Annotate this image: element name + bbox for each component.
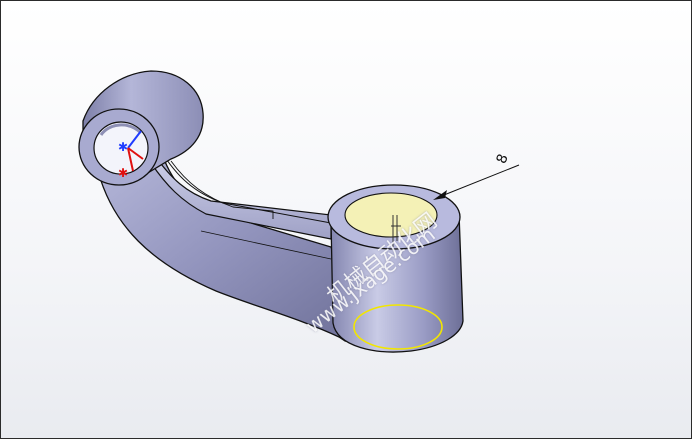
center-mark <box>391 215 401 247</box>
triad-y-axis <box>127 130 142 149</box>
dimension-value[interactable]: 8 <box>494 152 512 166</box>
selected-bottom-edge[interactable] <box>353 304 443 350</box>
front-boss-selected-face[interactable] <box>344 192 438 238</box>
arm-lower-edge <box>200 230 332 260</box>
rear-boss-hole[interactable] <box>93 121 149 175</box>
triad-x-axis-2 <box>127 147 134 172</box>
triad-x-axis <box>127 147 144 160</box>
rear-boss-hole-inner <box>99 123 143 136</box>
front-boss-cylinder[interactable] <box>330 212 464 353</box>
triad-origin-icon: ✱ <box>118 140 128 154</box>
reference-triad: ✱ ✱ <box>118 130 144 180</box>
triad-x-icon: ✱ <box>118 166 128 180</box>
arm-rib-inner-edge <box>170 160 274 219</box>
dimension-leader[interactable]: 8 <box>433 152 520 200</box>
